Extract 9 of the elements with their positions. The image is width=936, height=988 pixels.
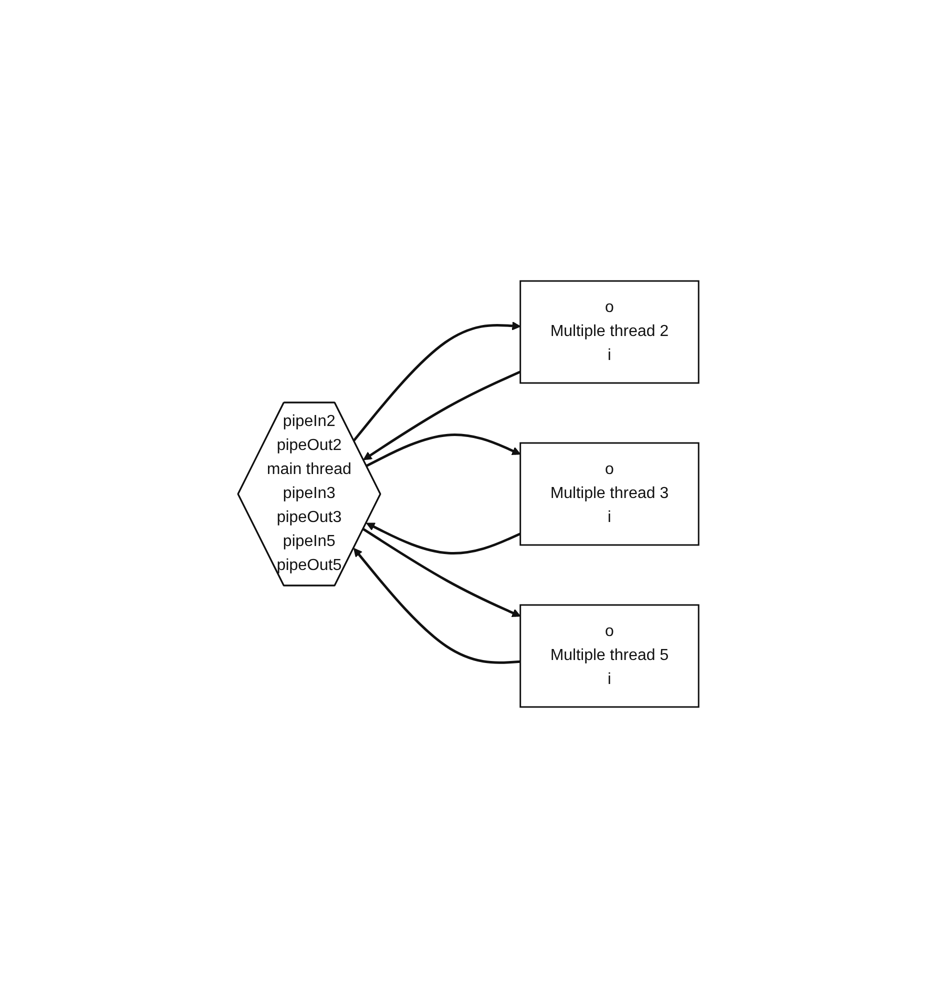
arrow xyxy=(362,528,520,617)
arrow xyxy=(366,522,521,554)
arrow xyxy=(362,370,521,460)
arrow xyxy=(353,548,520,664)
arrow xyxy=(352,322,520,442)
arrow xyxy=(366,434,520,467)
node-box: o Multiple thread 3 i xyxy=(519,442,700,546)
node-box: o Multiple thread 5 i xyxy=(519,604,700,708)
node-box: o Multiple thread 2 i xyxy=(519,280,700,384)
